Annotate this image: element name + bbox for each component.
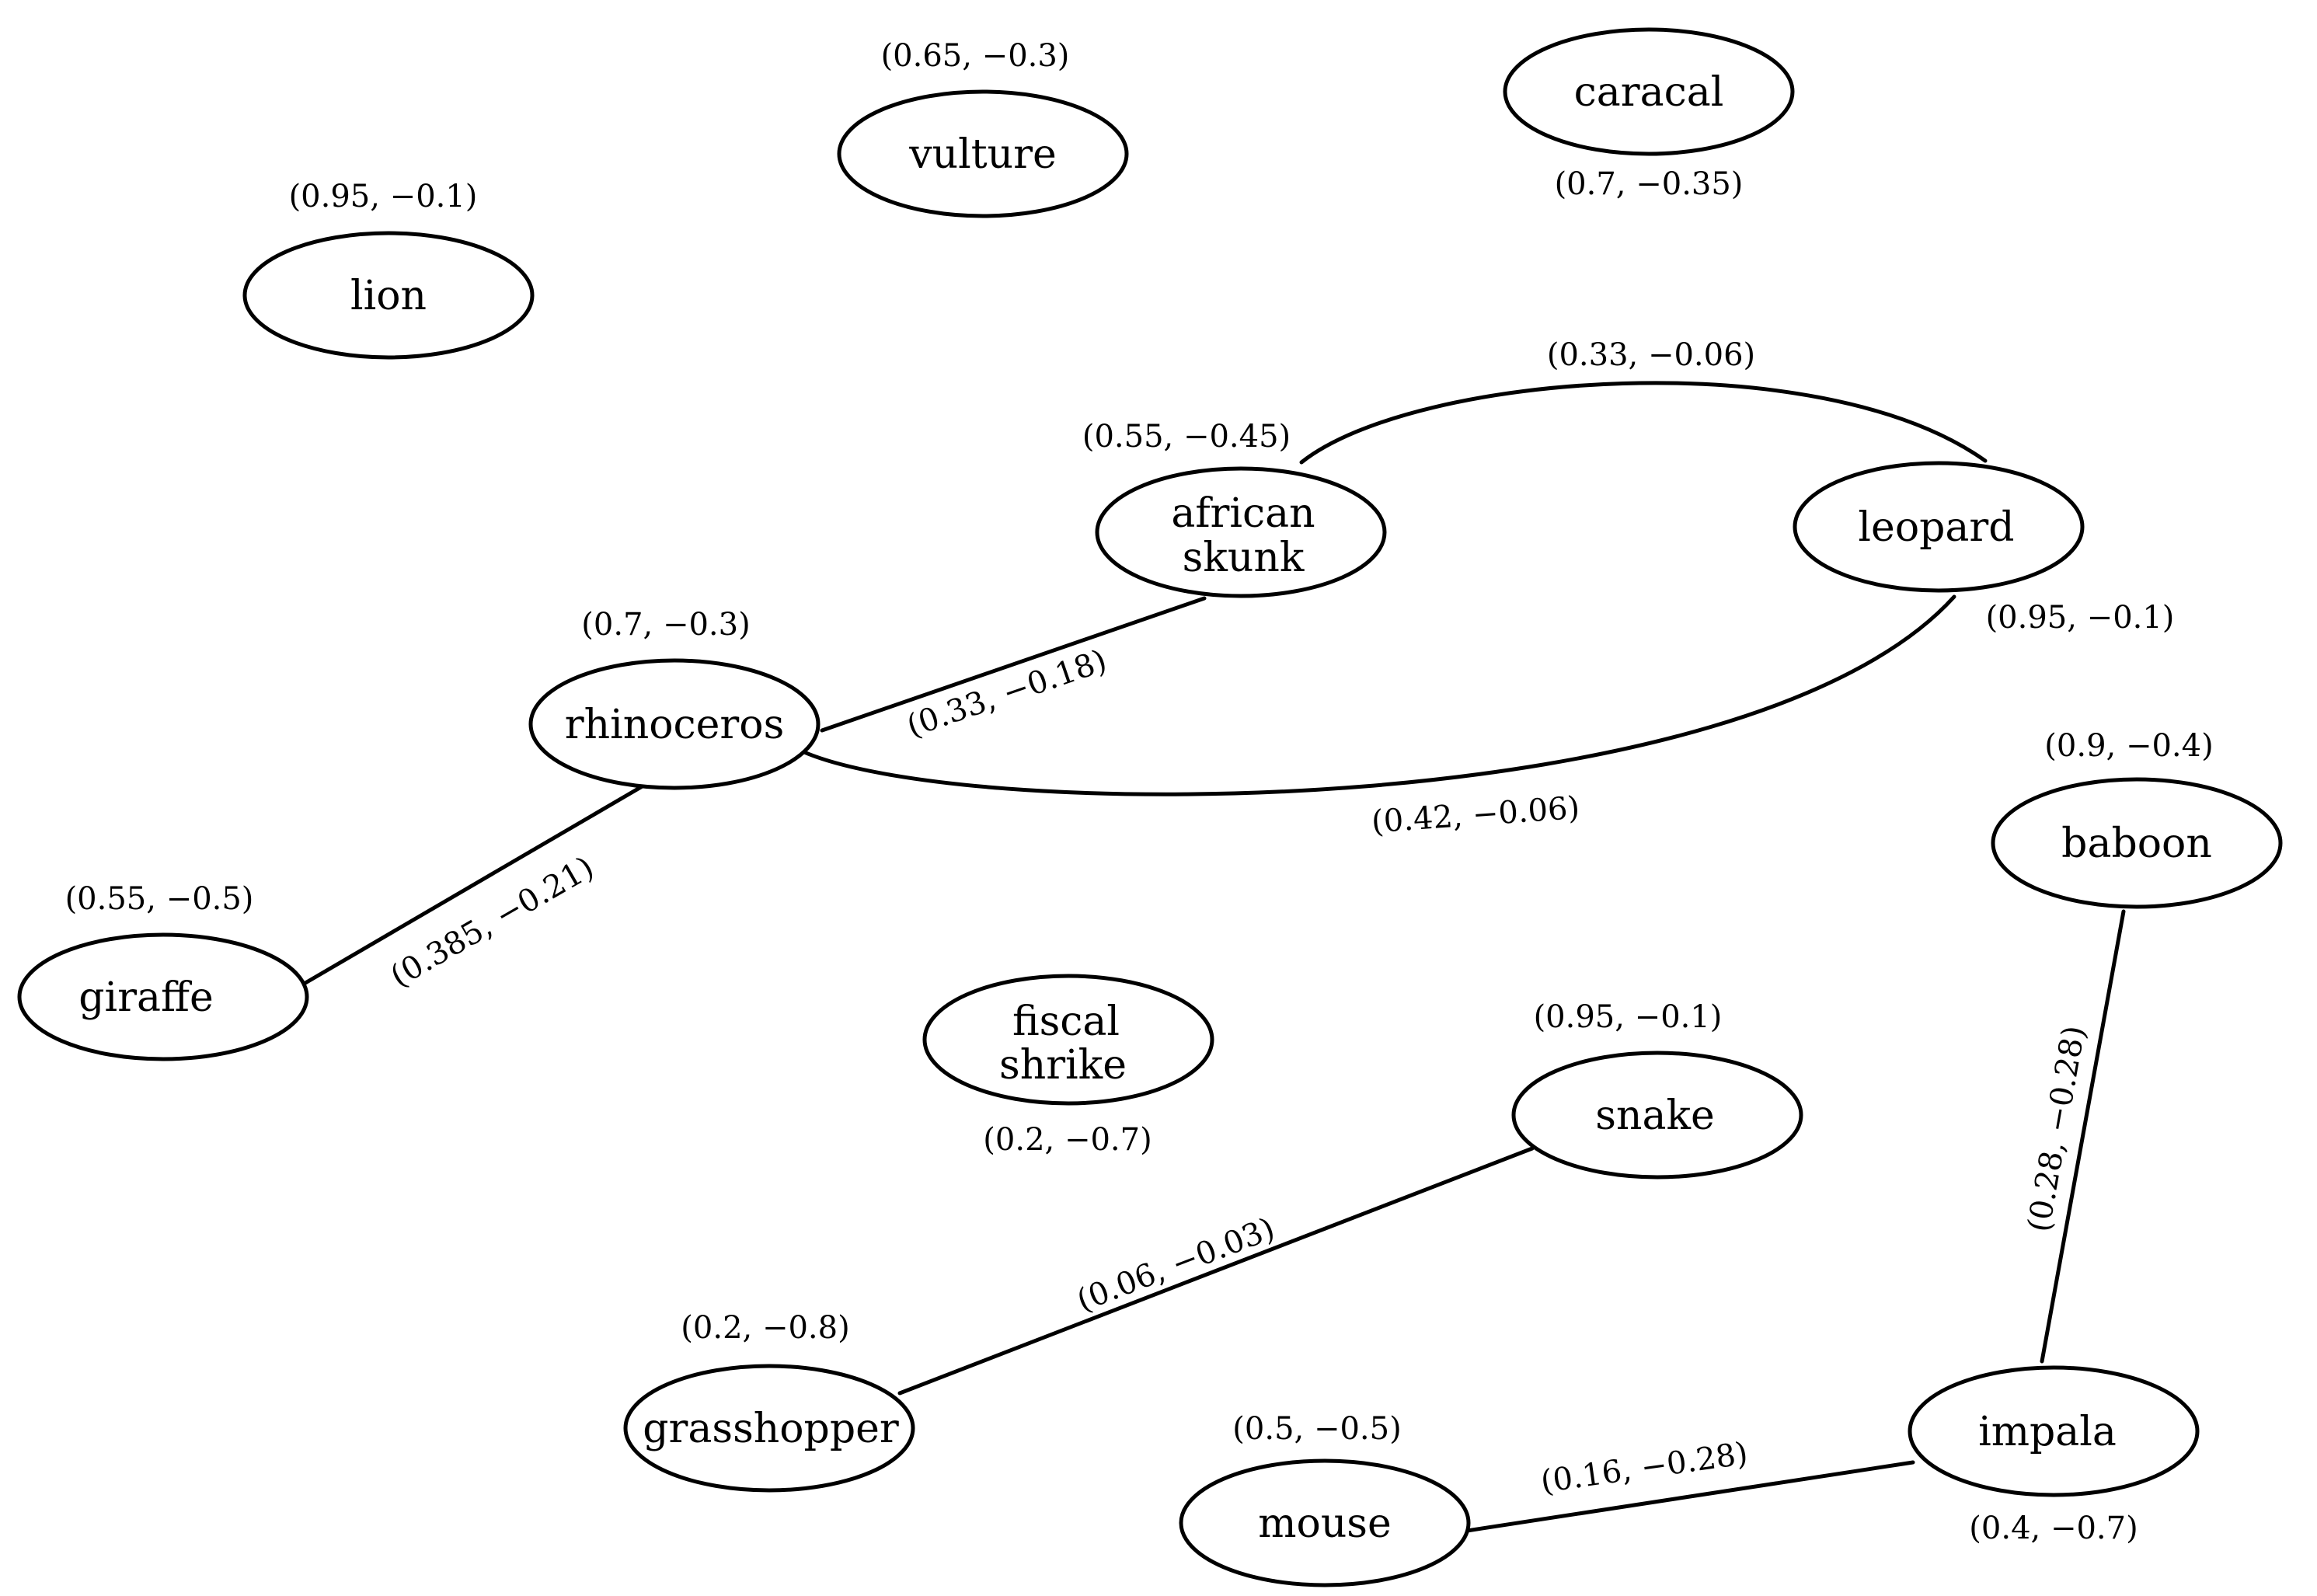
node-value: (0.4, −0.7) xyxy=(1969,1511,2138,1546)
node-vulture: vulture (0.65, −0.3) xyxy=(837,38,1129,218)
edge-value-baboon-impala: (0.28, −0.28) xyxy=(2021,1023,2092,1235)
node-label: giraffe xyxy=(78,974,214,1021)
node-snake: snake (0.95, −0.1) xyxy=(1511,999,1803,1180)
node-value: (0.7, −0.3) xyxy=(581,607,750,643)
node-value: (0.55, −0.5) xyxy=(65,881,254,917)
node-value: (0.5, −0.5) xyxy=(1232,1411,1401,1447)
node-label: snake xyxy=(1595,1092,1714,1139)
node-label: shrike xyxy=(999,1042,1127,1089)
node-value: (0.55, −0.45) xyxy=(1082,419,1291,455)
node-label: skunk xyxy=(1183,535,1305,581)
node-label: grasshopper xyxy=(643,1406,899,1452)
node-leopard: leopard (0.95, −0.1) xyxy=(1793,461,2175,636)
edge-rhinoceros-african-skunk xyxy=(820,596,1207,733)
edge-rhinoceros-leopard xyxy=(802,594,1956,796)
node-rhinoceros: rhinoceros (0.7, −0.3) xyxy=(528,607,821,790)
node-label: lion xyxy=(350,273,427,319)
edge-rhinoceros-giraffe xyxy=(303,782,647,985)
edge-value-rhinoceros-giraffe: (0.385, −0.21) xyxy=(385,849,600,995)
node-value: (0.95, −0.1) xyxy=(1534,999,1723,1035)
edges-layer xyxy=(303,381,2126,1533)
edge-mouse-impala xyxy=(1465,1460,1915,1533)
edge-value-grasshopper-snake: (0.06, −0.03) xyxy=(1072,1211,1280,1319)
node-grasshopper: grasshopper (0.2, −0.8) xyxy=(623,1310,915,1493)
node-label: fiscal xyxy=(1012,998,1120,1045)
node-value: (0.95, −0.1) xyxy=(1986,600,2175,636)
edge-value-african-skunk-leopard: (0.33, −0.06) xyxy=(1547,337,1755,373)
node-value: (0.65, −0.3) xyxy=(881,38,1070,74)
node-value: (0.9, −0.4) xyxy=(2044,728,2213,764)
node-value: (0.2, −0.7) xyxy=(983,1122,1152,1158)
node-mouse: mouse (0.5, −0.5) xyxy=(1179,1411,1471,1587)
node-label: african xyxy=(1171,490,1315,537)
node-label: baboon xyxy=(2061,821,2212,867)
edge-value-rhinoceros-leopard: (0.42, −0.06) xyxy=(1371,790,1581,841)
node-value: (0.2, −0.8) xyxy=(681,1310,849,1346)
node-label: rhinoceros xyxy=(565,702,785,748)
node-label: leopard xyxy=(1858,504,2014,551)
node-value: (0.7, −0.35) xyxy=(1555,166,1744,202)
node-baboon: baboon (0.9, −0.4) xyxy=(1991,728,2283,909)
node-label: mouse xyxy=(1258,1500,1392,1547)
node-lion: lion (0.95, −0.1) xyxy=(242,179,535,360)
node-caracal: caracal (0.7, −0.35) xyxy=(1503,27,1795,202)
node-impala: impala (0.4, −0.7) xyxy=(1908,1365,2200,1546)
edge-baboon-impala xyxy=(2040,909,2126,1364)
node-label: impala xyxy=(1978,1409,2117,1455)
edge-african-skunk-leopard xyxy=(1299,381,1988,465)
node-label: vulture xyxy=(908,131,1057,178)
node-value: (0.95, −0.1) xyxy=(289,179,478,214)
node-label: caracal xyxy=(1574,69,1724,116)
node-fiscal-shrike: fiscal shrike (0.2, −0.7) xyxy=(922,974,1214,1158)
node-giraffe: giraffe (0.55, −0.5) xyxy=(17,881,309,1061)
node-african-skunk: african skunk (0.55, −0.45) xyxy=(1082,419,1387,598)
nodes-layer: lion (0.95, −0.1) vulture (0.65, −0.3) c… xyxy=(17,27,2283,1587)
edge-grasshopper-snake xyxy=(897,1146,1535,1396)
